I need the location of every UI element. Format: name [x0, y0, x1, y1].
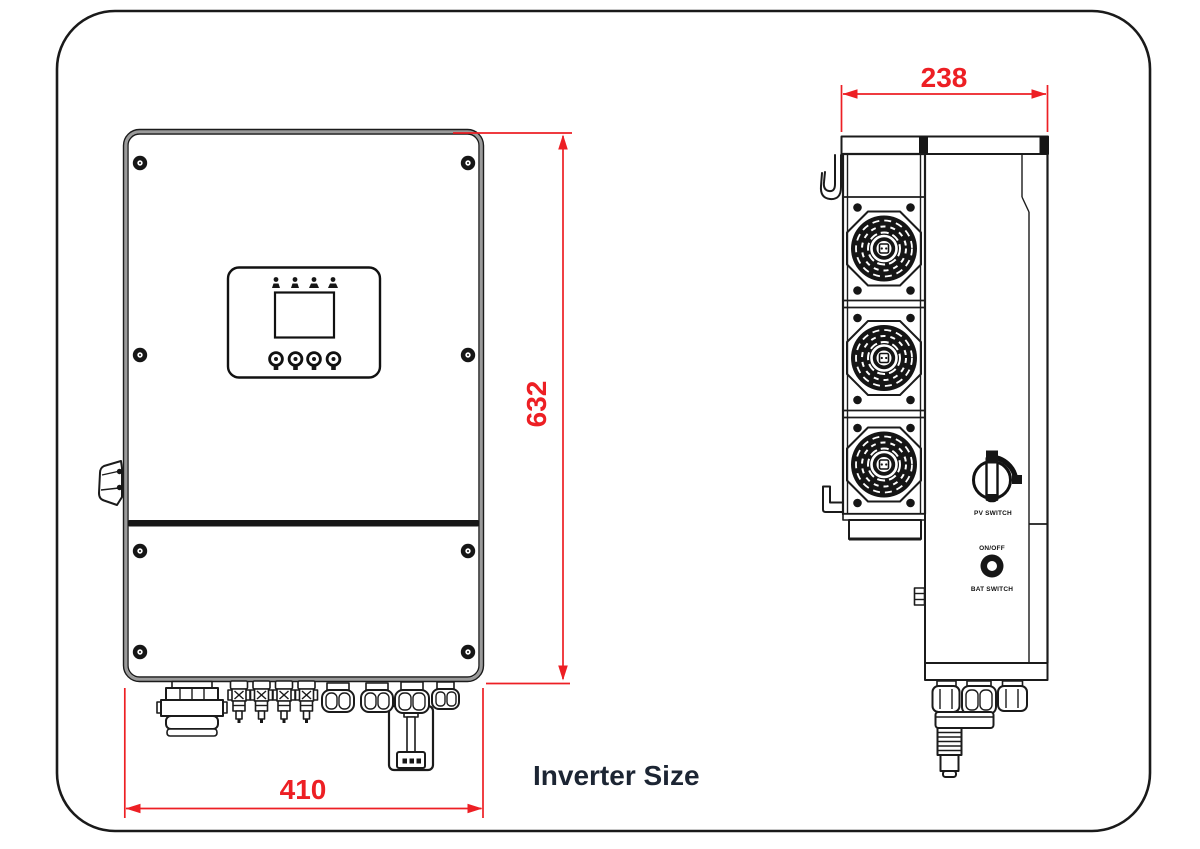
front-screws [132, 155, 476, 660]
led-icon [309, 277, 319, 288]
button-icon [268, 351, 284, 370]
side-connectors [931, 680, 1028, 778]
led-icon [328, 277, 338, 288]
lcd-screen [273, 291, 336, 339]
diagram-title: Inverter Size [533, 760, 700, 791]
top-plate [840, 135, 1049, 155]
cooling-fan-icon [846, 426, 922, 503]
pv-switch-label: PV SWITCH [974, 510, 1012, 517]
diagram-border [55, 9, 1152, 833]
control-buttons[interactable] [268, 351, 342, 370]
heatsink-fan-column [841, 152, 927, 541]
led-icon [291, 277, 299, 288]
pv-switch[interactable]: PV SWITCH [972, 450, 1023, 518]
dimension-410: 410 [123, 688, 484, 818]
side-gland-icon [931, 680, 961, 713]
dimension-238: 238 [840, 62, 1049, 132]
pv-mc4-connectors [227, 680, 319, 723]
button-icon [287, 351, 304, 370]
side-clip [913, 587, 926, 606]
bat-switch[interactable]: ON/OFF BAT SWITCH [971, 545, 1013, 593]
hanging-plug-icon [387, 704, 435, 772]
bat-switch-label: BAT SWITCH [971, 586, 1013, 593]
side-view: PV SWITCH ON/OFF BAT SWITCH [819, 135, 1049, 778]
mc4-connector-icon [272, 680, 296, 723]
side-gland-icon [997, 680, 1028, 712]
mc4-connector-icon [249, 680, 274, 723]
screw-icon [460, 644, 476, 660]
mc4-connector-icon [294, 680, 319, 723]
side-gland-icon [961, 680, 997, 715]
screw-icon [132, 347, 148, 363]
cooling-fan-icon [846, 210, 922, 287]
screw-icon [132, 644, 148, 660]
mc4-connector-icon [227, 680, 251, 723]
button-icon [325, 351, 342, 370]
side-latch [98, 460, 123, 506]
bottom-plate [924, 662, 1049, 681]
cooling-fan-icon [846, 320, 922, 396]
screw-icon [460, 347, 476, 363]
bottom-connectors [156, 680, 460, 772]
round-connector-icon [431, 681, 460, 710]
round-connector-icon [321, 682, 355, 713]
button-icon [306, 351, 322, 370]
connector-bracket [934, 711, 995, 729]
screw-icon [460, 543, 476, 559]
led-icon [272, 277, 280, 288]
round-connector-icon [394, 681, 430, 714]
screw-icon [460, 155, 476, 171]
screw-icon [132, 543, 148, 559]
side-body [913, 154, 1049, 681]
cover-divider [128, 520, 479, 527]
display-panel [226, 266, 382, 379]
dimension-632: 632 [453, 132, 572, 685]
side-mc4-connector-icon [936, 727, 963, 778]
dimension-238-label: 238 [921, 62, 968, 93]
cable-gland-icon [156, 680, 228, 737]
fan-panel-screws [853, 203, 915, 508]
dimension-632-label: 632 [521, 381, 552, 428]
mount-hook-bottom-icon [822, 485, 844, 513]
led-indicator-icons [272, 277, 338, 288]
round-connector-icon [360, 682, 394, 713]
screw-icon [132, 155, 148, 171]
bat-switch-onoff-label: ON/OFF [979, 545, 1005, 552]
front-view [98, 128, 485, 772]
mount-hook-top-icon [819, 154, 842, 201]
dimension-410-label: 410 [280, 774, 327, 805]
front-enclosure [123, 129, 484, 682]
